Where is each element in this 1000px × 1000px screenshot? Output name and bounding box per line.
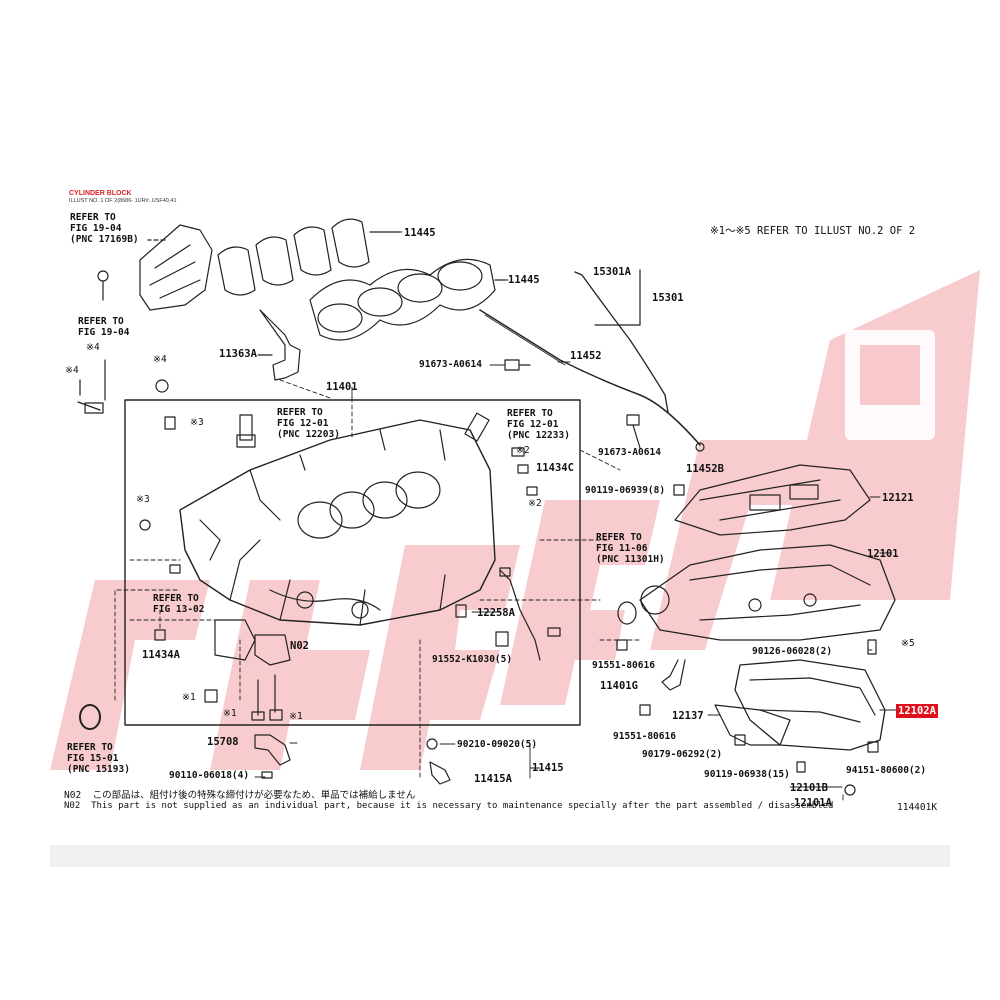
part-12101[interactable]: 12101 [867, 548, 899, 560]
dipstick-15301 [574, 271, 669, 413]
marker-1-a: ※1 [182, 692, 196, 703]
part-12258a[interactable]: 12258A [477, 607, 515, 619]
part-12137[interactable]: 12137 [672, 710, 704, 722]
part-12121[interactable]: 12121 [882, 492, 914, 504]
footnote-n02-english: N02 This part is not supplied as an indi… [64, 801, 834, 811]
bolt-group-1 [204, 674, 283, 721]
refer-fig-19-04-bottom[interactable]: REFER TO FIG 19-04 [78, 316, 130, 338]
part-91551-80616-a[interactable]: 91551-80616 [592, 660, 655, 671]
refer-fig-12-01-b[interactable]: REFER TO FIG 12-01 (PNC 12233) [507, 408, 570, 441]
part-91673-a0614-right[interactable]: 91673-A0614 [598, 447, 661, 458]
bolt-91673-right [626, 414, 641, 449]
part-90119-06938[interactable]: 90119-06938(15) [704, 769, 790, 780]
bracket-11363a [259, 309, 301, 381]
part-15301a[interactable]: 15301A [593, 266, 631, 278]
part-91673-a0614-left[interactable]: 91673-A0614 [419, 359, 482, 370]
part-15708[interactable]: 15708 [207, 736, 239, 748]
part-12102a-highlighted[interactable]: 12102A [896, 704, 938, 718]
part-15301[interactable]: 15301 [652, 292, 684, 304]
part-11363a[interactable]: 11363A [219, 348, 257, 360]
cylinder-sleeve-upper [217, 218, 401, 296]
oil-seal [79, 704, 101, 730]
part-11401[interactable]: 11401 [326, 381, 358, 393]
part-11434c[interactable]: 11434C [536, 462, 574, 474]
part-90126-06028[interactable]: 90126-06028(2) [752, 646, 833, 657]
part-11452[interactable]: 11452 [570, 350, 602, 362]
part-12101a[interactable]: 12101A [794, 797, 832, 809]
marker-4-a: ※4 [86, 342, 100, 353]
oil-strainer-12137 [714, 704, 791, 746]
diagram-title: CYLINDER BLOCK [69, 190, 132, 197]
bottom-scroll-bar[interactable] [50, 845, 950, 867]
footnote-n02-japanese: N02 この部品は、組付け後の特殊な締付けが必要なため、単品では補給しません [64, 790, 416, 801]
marker-1-b: ※1 [223, 708, 237, 719]
marker-5: ※5 [901, 638, 915, 649]
cross-reference-note: ※1〜※5 REFER TO ILLUST NO.2 OF 2 [710, 225, 916, 237]
engine-block-11401 [179, 419, 496, 626]
refer-fig-19-04-top[interactable]: REFER TO FIG 19-04 (PNC 17169B) [70, 212, 139, 245]
stud-12258a [455, 604, 467, 618]
oil-baffle-12121 [674, 464, 871, 536]
marker-3-a: ※3 [190, 417, 204, 428]
oil-pipe-11415 [426, 567, 561, 785]
diagram-subtitle: ILLUST NO. 1 OF 2(8686- 1UR#..USF40,41 [69, 198, 177, 204]
refer-fig-13-02[interactable]: REFER TO FIG 13-02 [153, 593, 205, 615]
part-11415[interactable]: 11415 [532, 762, 564, 774]
marker-1-c: ※1 [289, 711, 303, 722]
dipstick-guide [479, 309, 701, 446]
marker-4-b: ※4 [65, 365, 79, 376]
part-90110-06018[interactable]: 90110-06018(4) [169, 770, 250, 781]
plug-small-parts [139, 379, 538, 641]
part-n02[interactable]: N02 [290, 640, 309, 652]
bracket-15708 [254, 734, 291, 766]
marker-2-b: ※2 [528, 498, 542, 509]
marker-3-b: ※3 [136, 494, 150, 505]
refer-fig-12-01-a[interactable]: REFER TO FIG 12-01 (PNC 12203) [277, 407, 340, 440]
cylinder-sleeve-lower [309, 258, 506, 341]
part-11434a[interactable]: 11434A [142, 649, 180, 661]
oil-pan-upper-12101 [639, 544, 896, 641]
illustration-code: 114401K [897, 802, 938, 813]
block-group-frame [124, 399, 581, 726]
part-12101b[interactable]: 12101B [790, 782, 828, 794]
marker-4-c: ※4 [153, 354, 167, 365]
part-90119-06939[interactable]: 90119-06939(8) [585, 485, 666, 496]
part-94151-80600[interactable]: 94151-80600(2) [846, 765, 927, 776]
part-11452b[interactable]: 11452B [686, 463, 724, 475]
part-91551-80616-b[interactable]: 91551-80616 [613, 731, 676, 742]
part-11401g[interactable]: 11401G [600, 680, 638, 692]
bearing-cap-n02 [214, 619, 291, 666]
part-11445-upper[interactable]: 11445 [404, 227, 436, 239]
refer-fig-15-01[interactable]: REFER TO FIG 15-01 (PNC 15193) [67, 742, 130, 775]
oil-pan-lower-12102a [734, 659, 886, 751]
part-11445-lower[interactable]: 11445 [508, 274, 540, 286]
part-91552-k1030[interactable]: 91552-K1030(5) [432, 654, 513, 665]
oil-pan-bolts [616, 639, 879, 796]
bolt-17169 [97, 270, 109, 301]
marker-2-a: ※2 [516, 445, 530, 456]
heat-shield [139, 224, 213, 311]
part-90179-06292[interactable]: 90179-06292(2) [642, 749, 723, 760]
oil-level-sensor [661, 659, 686, 691]
bolt-91673-left [504, 359, 531, 371]
bolt-left-4 [77, 401, 104, 414]
refer-fig-11-06[interactable]: REFER TO FIG 11-06 (PNC 11301H) [596, 532, 665, 565]
part-90210-09020[interactable]: 90210-09020(5) [457, 739, 538, 750]
part-11415a[interactable]: 11415A [474, 773, 512, 785]
